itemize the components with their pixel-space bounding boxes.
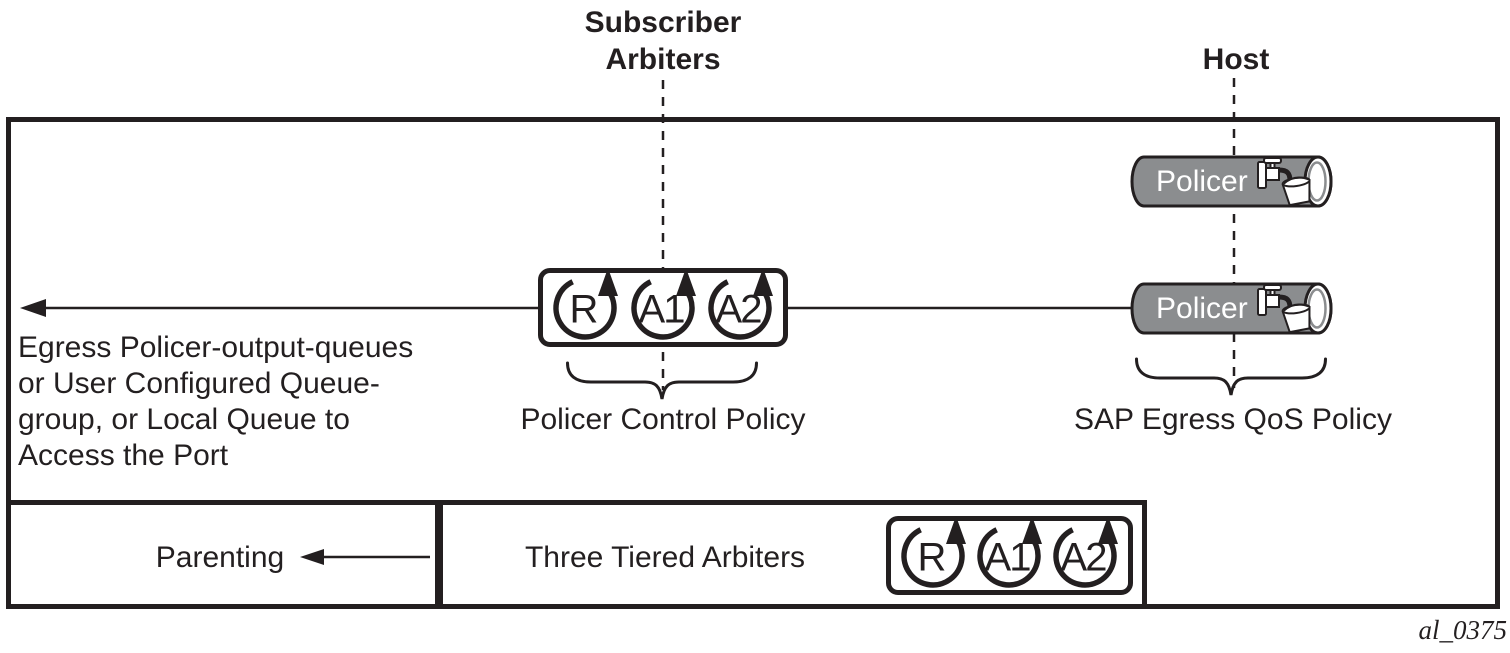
arbiter-letter: R [569, 287, 599, 332]
parenting-label: Parenting [155, 541, 285, 574]
circular-arrow-icon [977, 527, 1041, 588]
subscriber-arbiters-title: Subscriber Arbiters [513, 4, 813, 78]
policer-cylinder-top: Policer [1130, 155, 1337, 208]
arbiter-symbol-r: R [549, 266, 629, 342]
faucet-bucket-icon [1257, 284, 1311, 334]
sap-egress-qos-policy-label: SAP Egress QoS Policy [1074, 403, 1392, 436]
circular-arrowhead-icon [598, 268, 618, 296]
faucet-bucket-icon [1257, 157, 1311, 207]
parenting-arrowhead-icon [300, 549, 324, 565]
circular-arrowhead-icon [1098, 516, 1118, 544]
policer-control-policy-label: Policer Control Policy [520, 403, 806, 436]
arbiter-letter: A2 [715, 287, 763, 332]
circular-arrowhead-icon [753, 268, 773, 296]
egress-note-line: Egress Policer-output-queues [18, 331, 414, 364]
policer-control-brace [566, 361, 758, 400]
figure-id: al_0375 [1418, 615, 1507, 645]
parenting-cell [6, 500, 440, 609]
policer-control-arbiter-box: R A1 A2 [538, 268, 788, 347]
policer-label: Policer [1156, 165, 1248, 198]
policer-label: Policer [1156, 292, 1248, 325]
arbiter-symbol-a1: A1 [627, 266, 707, 342]
arbiter-letter: R [917, 535, 947, 580]
sap-egress-brace [1135, 357, 1327, 396]
egress-flow-arrowhead-icon [20, 299, 46, 317]
circular-arrow-icon [901, 527, 965, 588]
circular-arrow-icon [553, 279, 617, 340]
egress-note-line: group, or Local Queue to [18, 403, 350, 436]
subscriber-arbiters-title-line2: Arbiters [605, 43, 721, 76]
circular-arrow-icon [631, 279, 695, 340]
policer-cylinder-bottom: Policer [1130, 282, 1337, 335]
arbiter-letter: A1 [638, 287, 686, 332]
arbiter-symbol-a1: A1 [973, 514, 1053, 590]
arbiter-letter: A1 [984, 535, 1032, 580]
circular-arrowhead-icon [946, 516, 966, 544]
arbiter-symbol-r: R [897, 514, 977, 590]
arbiter-symbol-a2: A2 [1049, 514, 1129, 590]
three-tiered-arbiter-box: R A1 A2 [886, 516, 1133, 595]
three-tiered-arbiters-cell [438, 500, 1147, 609]
arbiter-letter: A2 [1060, 535, 1108, 580]
egress-note: Egress Policer-output-queues or User Con… [18, 330, 488, 474]
circular-arrowhead-icon [1022, 516, 1042, 544]
circular-arrowhead-icon [676, 268, 696, 296]
circular-arrow-icon [708, 279, 772, 340]
three-tiered-arbiters-label: Three Tiered Arbiters [524, 541, 806, 574]
arbiter-symbol-a2: A2 [704, 266, 784, 342]
circular-arrow-icon [1053, 527, 1117, 588]
host-title: Host [1202, 43, 1270, 76]
subscriber-arbiters-title-line1: Subscriber [584, 6, 742, 39]
egress-note-line: Access the Port [18, 439, 229, 472]
egress-note-line: or User Configured Queue- [18, 367, 380, 400]
